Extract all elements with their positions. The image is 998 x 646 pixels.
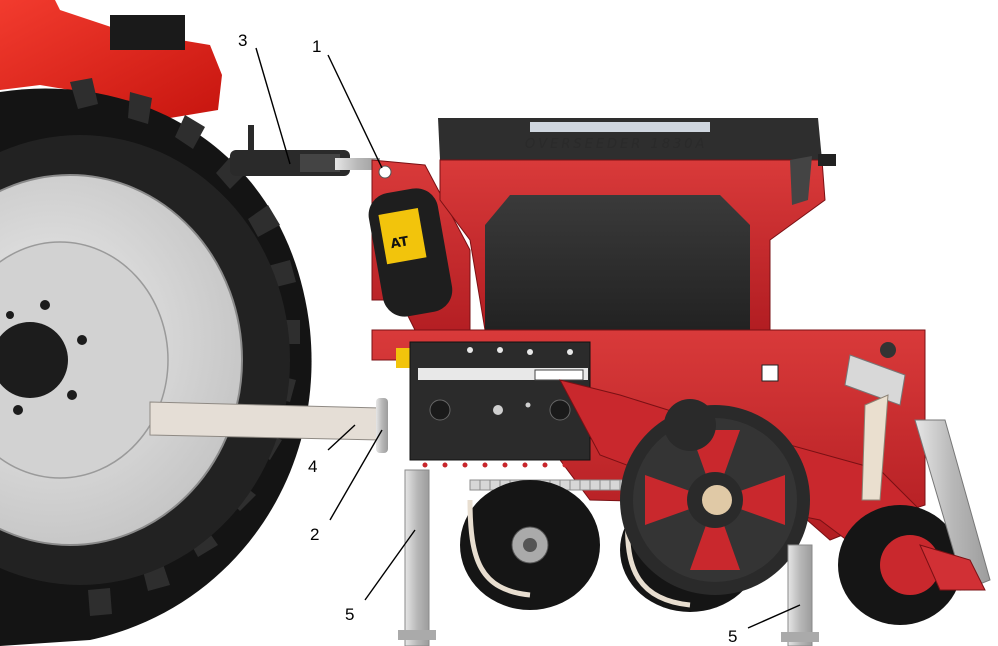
rear-arm-plate	[919, 544, 986, 591]
tractor-fender	[0, 0, 222, 118]
callout-4-label: 4	[308, 457, 317, 476]
hub	[0, 322, 68, 398]
callout-1: 1	[312, 37, 383, 169]
stand-foot-front	[398, 630, 436, 640]
top-link-pin	[248, 125, 254, 155]
rear-adjuster	[914, 419, 991, 591]
callout-5-front-label: 5	[345, 605, 354, 624]
callout-5-front: 5	[345, 529, 416, 624]
callout-5-rear: 5	[728, 604, 801, 646]
callouts: 1 3 4 2 5 5	[238, 31, 801, 646]
idler-sprocket	[664, 399, 716, 451]
callout-1-label: 1	[312, 37, 321, 56]
stand-foot-rear	[781, 632, 819, 642]
warning-canister: AT	[368, 188, 453, 317]
hopper-window	[485, 195, 750, 352]
hopper-decal-bar	[530, 122, 710, 132]
cutting-disc-front	[460, 480, 600, 610]
overseeder: OVERSEEDER 1830A AT	[368, 118, 991, 646]
canister-warning-label: AT	[389, 234, 409, 252]
wheel-studs	[6, 300, 87, 415]
callout-3: 3	[238, 31, 291, 165]
hopper-latch-knob	[818, 154, 836, 166]
lower-link-pin	[376, 398, 388, 453]
callout-5-rear-label: 5	[728, 627, 737, 646]
headstock-pin-top	[378, 165, 392, 179]
quadrant-knob	[880, 342, 896, 358]
seed-tube	[467, 499, 531, 598]
drive-sprocket	[620, 405, 810, 595]
depth-quadrant	[844, 354, 906, 406]
callout-2: 2	[310, 429, 383, 544]
guide-rail	[861, 394, 889, 501]
metering-unit	[409, 341, 591, 468]
frame-small-sticker	[761, 364, 779, 382]
top-link-sleeve	[300, 154, 340, 172]
callout-2-label: 2	[310, 525, 319, 544]
parking-stand-front	[404, 469, 430, 646]
machine-model-label: OVERSEEDER 1830A	[525, 137, 707, 152]
hopper-latch	[790, 156, 812, 205]
parking-stand-rear	[787, 544, 813, 646]
tractor-rear-tyre	[0, 78, 312, 646]
callout-3-label: 3	[238, 31, 247, 50]
hitch-linkage	[149, 125, 388, 453]
callout-4: 4	[308, 424, 356, 476]
tractor	[0, 0, 312, 646]
tractor-cab-block	[110, 15, 185, 50]
top-link-end	[335, 158, 380, 170]
